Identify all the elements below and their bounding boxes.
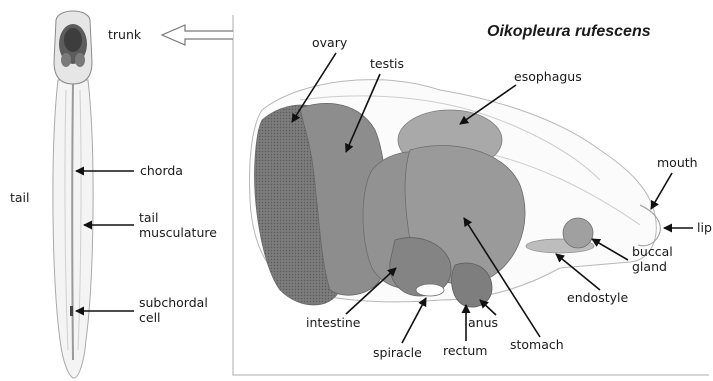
hollow-arrow bbox=[162, 25, 233, 45]
arrow-spiracle bbox=[402, 298, 426, 343]
chorda-line bbox=[72, 82, 73, 360]
label-tail-musculature-line2: musculature bbox=[139, 225, 217, 240]
label-rectum: rectum bbox=[443, 343, 487, 358]
label-mouth: mouth bbox=[657, 155, 698, 170]
whole-animal bbox=[53, 11, 93, 378]
label-chorda: chorda bbox=[140, 163, 183, 178]
label-testis: testis bbox=[370, 56, 404, 71]
label-tail-musculature-line1: tail bbox=[139, 210, 159, 225]
diagram-title: Oikopleura rufescens bbox=[487, 23, 651, 40]
arrow-mouth bbox=[651, 173, 672, 209]
label-anus: anus bbox=[468, 315, 498, 330]
label-endostyle: endostyle bbox=[567, 290, 628, 305]
label-stomach: stomach bbox=[510, 337, 564, 352]
label-trunk: trunk bbox=[108, 27, 142, 42]
spiracle bbox=[416, 284, 444, 296]
label-buccal-gland-line1: buccal bbox=[632, 244, 673, 259]
label-intestine: intestine bbox=[306, 315, 361, 330]
buccal-gland bbox=[563, 218, 593, 248]
label-ovary: ovary bbox=[312, 35, 348, 50]
arrow-anus bbox=[480, 300, 496, 315]
subchordal-cell-mark bbox=[70, 306, 73, 316]
trunk-detail bbox=[250, 80, 661, 307]
label-lip: lip bbox=[697, 220, 712, 235]
label-tail: tail bbox=[10, 190, 30, 205]
label-esophagus: esophagus bbox=[514, 69, 582, 84]
label-subchordal-cell-line2: cell bbox=[139, 310, 161, 325]
label-spiracle: spiracle bbox=[373, 345, 422, 360]
label-subchordal-cell-line1: subchordal bbox=[139, 295, 208, 310]
label-buccal-gland-line2: gland bbox=[632, 259, 667, 274]
